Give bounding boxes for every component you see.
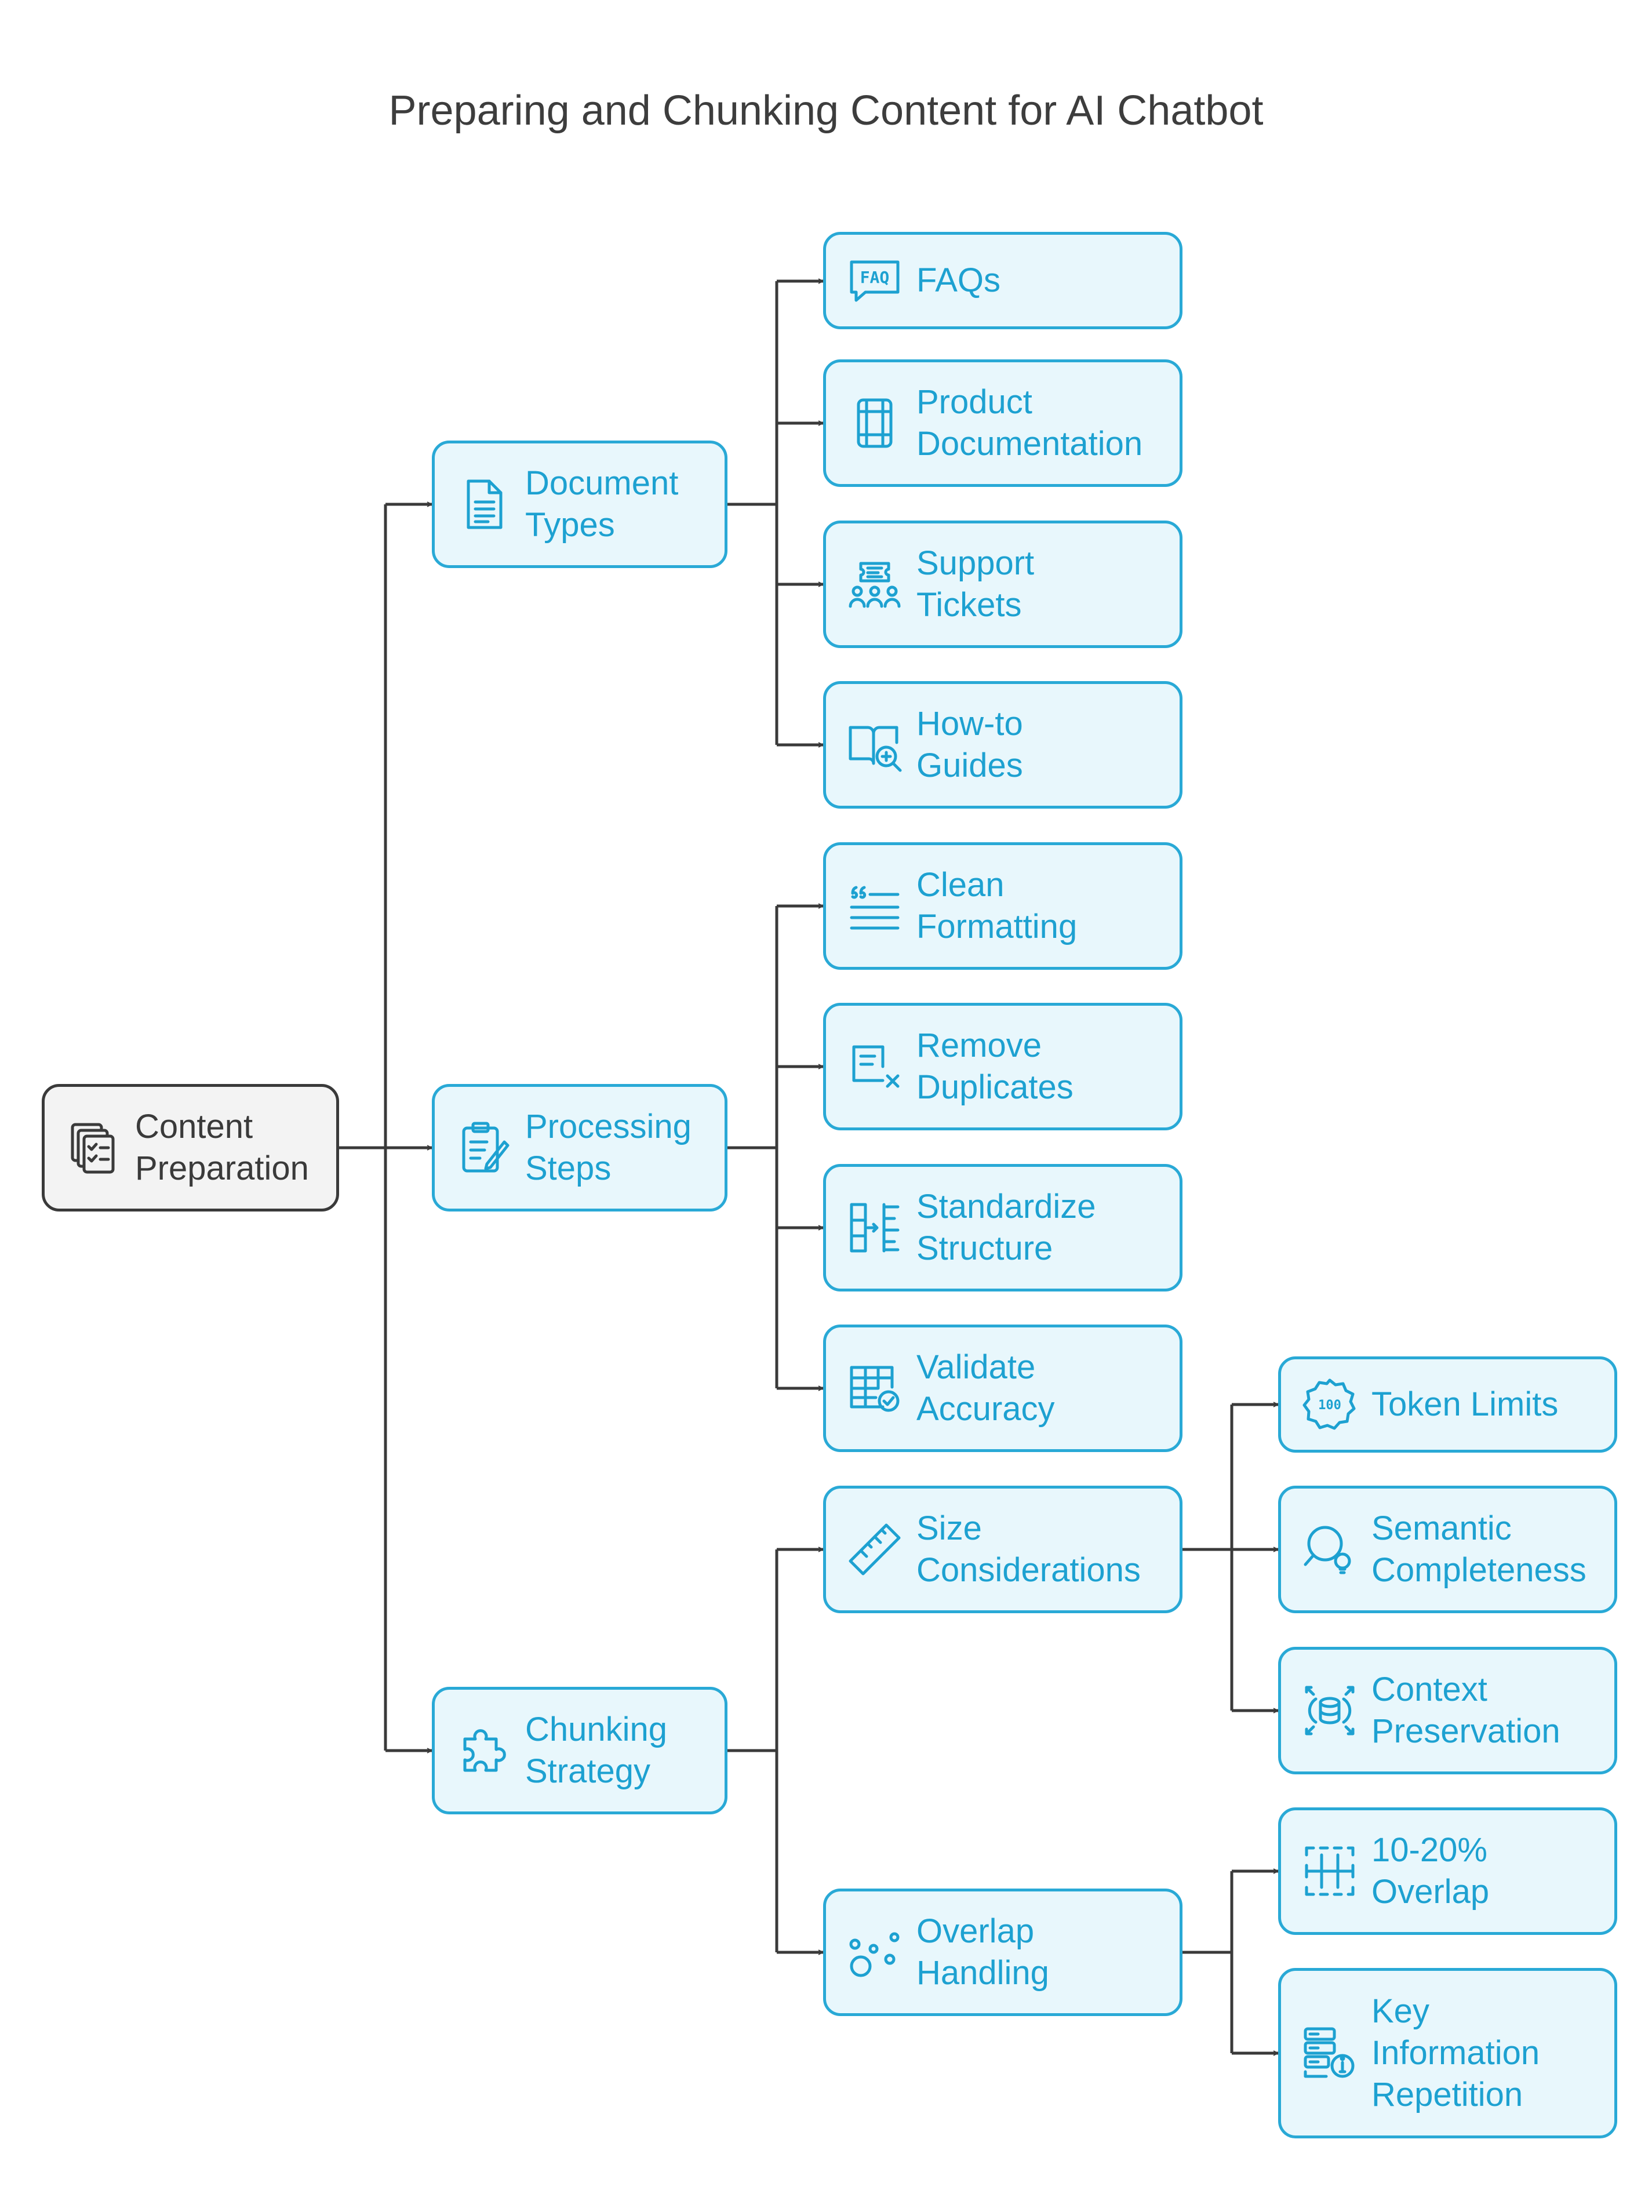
badge-100-icon: 100: [1301, 1376, 1359, 1434]
node-semantic-completeness[interactable]: Semantic Completeness: [1278, 1486, 1617, 1613]
node-chunking-strategy[interactable]: Chunking Strategy: [432, 1687, 727, 1814]
node-label: Clean Formatting: [916, 866, 1078, 945]
svg-text:100: 100: [1318, 1398, 1341, 1413]
server-info-icon: [1301, 2024, 1359, 2082]
node-label: 10-20% Overlap: [1371, 1831, 1490, 1911]
document-icon: [454, 475, 512, 533]
magnifier-bulb-icon: [1301, 1520, 1359, 1578]
clipboard-pencil-icon: [454, 1119, 512, 1177]
page-title: Preparing and Chunking Content for AI Ch…: [388, 88, 1264, 134]
node-support-tickets[interactable]: Support Tickets: [823, 521, 1182, 648]
node-label: Content Preparation: [135, 1108, 309, 1187]
node-label: Context Preservation: [1371, 1671, 1560, 1750]
node-size-considerations[interactable]: Size Considerations: [823, 1486, 1182, 1613]
bubbles-icon: [846, 1923, 904, 1981]
note-x-icon: [846, 1038, 904, 1096]
node-label: Processing Steps: [525, 1108, 692, 1187]
node-clean-formatting[interactable]: Clean Formatting: [823, 842, 1182, 970]
faq-chat-icon: FAQ: [846, 252, 904, 310]
book-search-icon: [846, 716, 904, 774]
node-label: Semantic Completeness: [1371, 1509, 1586, 1589]
node-product-documentation[interactable]: Product Documentation: [823, 359, 1182, 487]
database-frame-icon: [1301, 1682, 1359, 1740]
node-label: FAQs: [916, 261, 1001, 299]
ruler-icon: [846, 1520, 904, 1578]
node-label: Document Types: [525, 464, 679, 544]
node-standardize-structure[interactable]: Standardize Structure: [823, 1164, 1182, 1291]
node-label: Size Considerations: [916, 1509, 1141, 1589]
node-key-information-repetition[interactable]: Key Information Repetition: [1278, 1968, 1617, 2138]
documents-checklist-icon: [64, 1119, 122, 1177]
node-processing-steps[interactable]: Processing Steps: [432, 1084, 727, 1211]
puzzle-icon: [454, 1722, 512, 1780]
node-overlap-handling[interactable]: Overlap Handling: [823, 1889, 1182, 2016]
table-check-icon: [846, 1359, 904, 1417]
node-10-20-overlap[interactable]: 10-20% Overlap: [1278, 1807, 1617, 1935]
node-label: How-to Guides: [916, 705, 1023, 784]
node-faqs[interactable]: FAQ FAQs: [823, 232, 1182, 329]
node-label: Standardize Structure: [916, 1188, 1096, 1267]
node-label: Token Limits: [1371, 1385, 1559, 1423]
node-token-limits[interactable]: 100 Token Limits: [1278, 1356, 1617, 1453]
node-label: Overlap Handling: [916, 1912, 1049, 1992]
node-label: Remove Duplicates: [916, 1027, 1074, 1106]
node-label: Validate Accuracy: [916, 1348, 1055, 1428]
node-context-preservation[interactable]: Context Preservation: [1278, 1647, 1617, 1774]
svg-text:FAQ: FAQ: [860, 268, 890, 287]
node-label: Support Tickets: [916, 544, 1035, 624]
node-how-to-guides[interactable]: How-to Guides: [823, 681, 1182, 809]
quote-lines-icon: [846, 877, 904, 935]
node-label: Chunking Strategy: [525, 1711, 668, 1790]
node-content-preparation[interactable]: Content Preparation: [42, 1084, 339, 1211]
node-remove-duplicates[interactable]: Remove Duplicates: [823, 1003, 1182, 1130]
node-label: Product Documentation: [916, 383, 1143, 463]
tablet-book-icon: [846, 394, 904, 452]
node-document-types[interactable]: Document Types: [432, 441, 727, 568]
ticket-people-icon: [846, 555, 904, 613]
node-validate-accuracy[interactable]: Validate Accuracy: [823, 1325, 1182, 1452]
node-label: Key Information Repetition: [1371, 1992, 1540, 2113]
columns-arrow-icon: [846, 1199, 904, 1257]
dashed-grid-icon: [1301, 1842, 1359, 1900]
